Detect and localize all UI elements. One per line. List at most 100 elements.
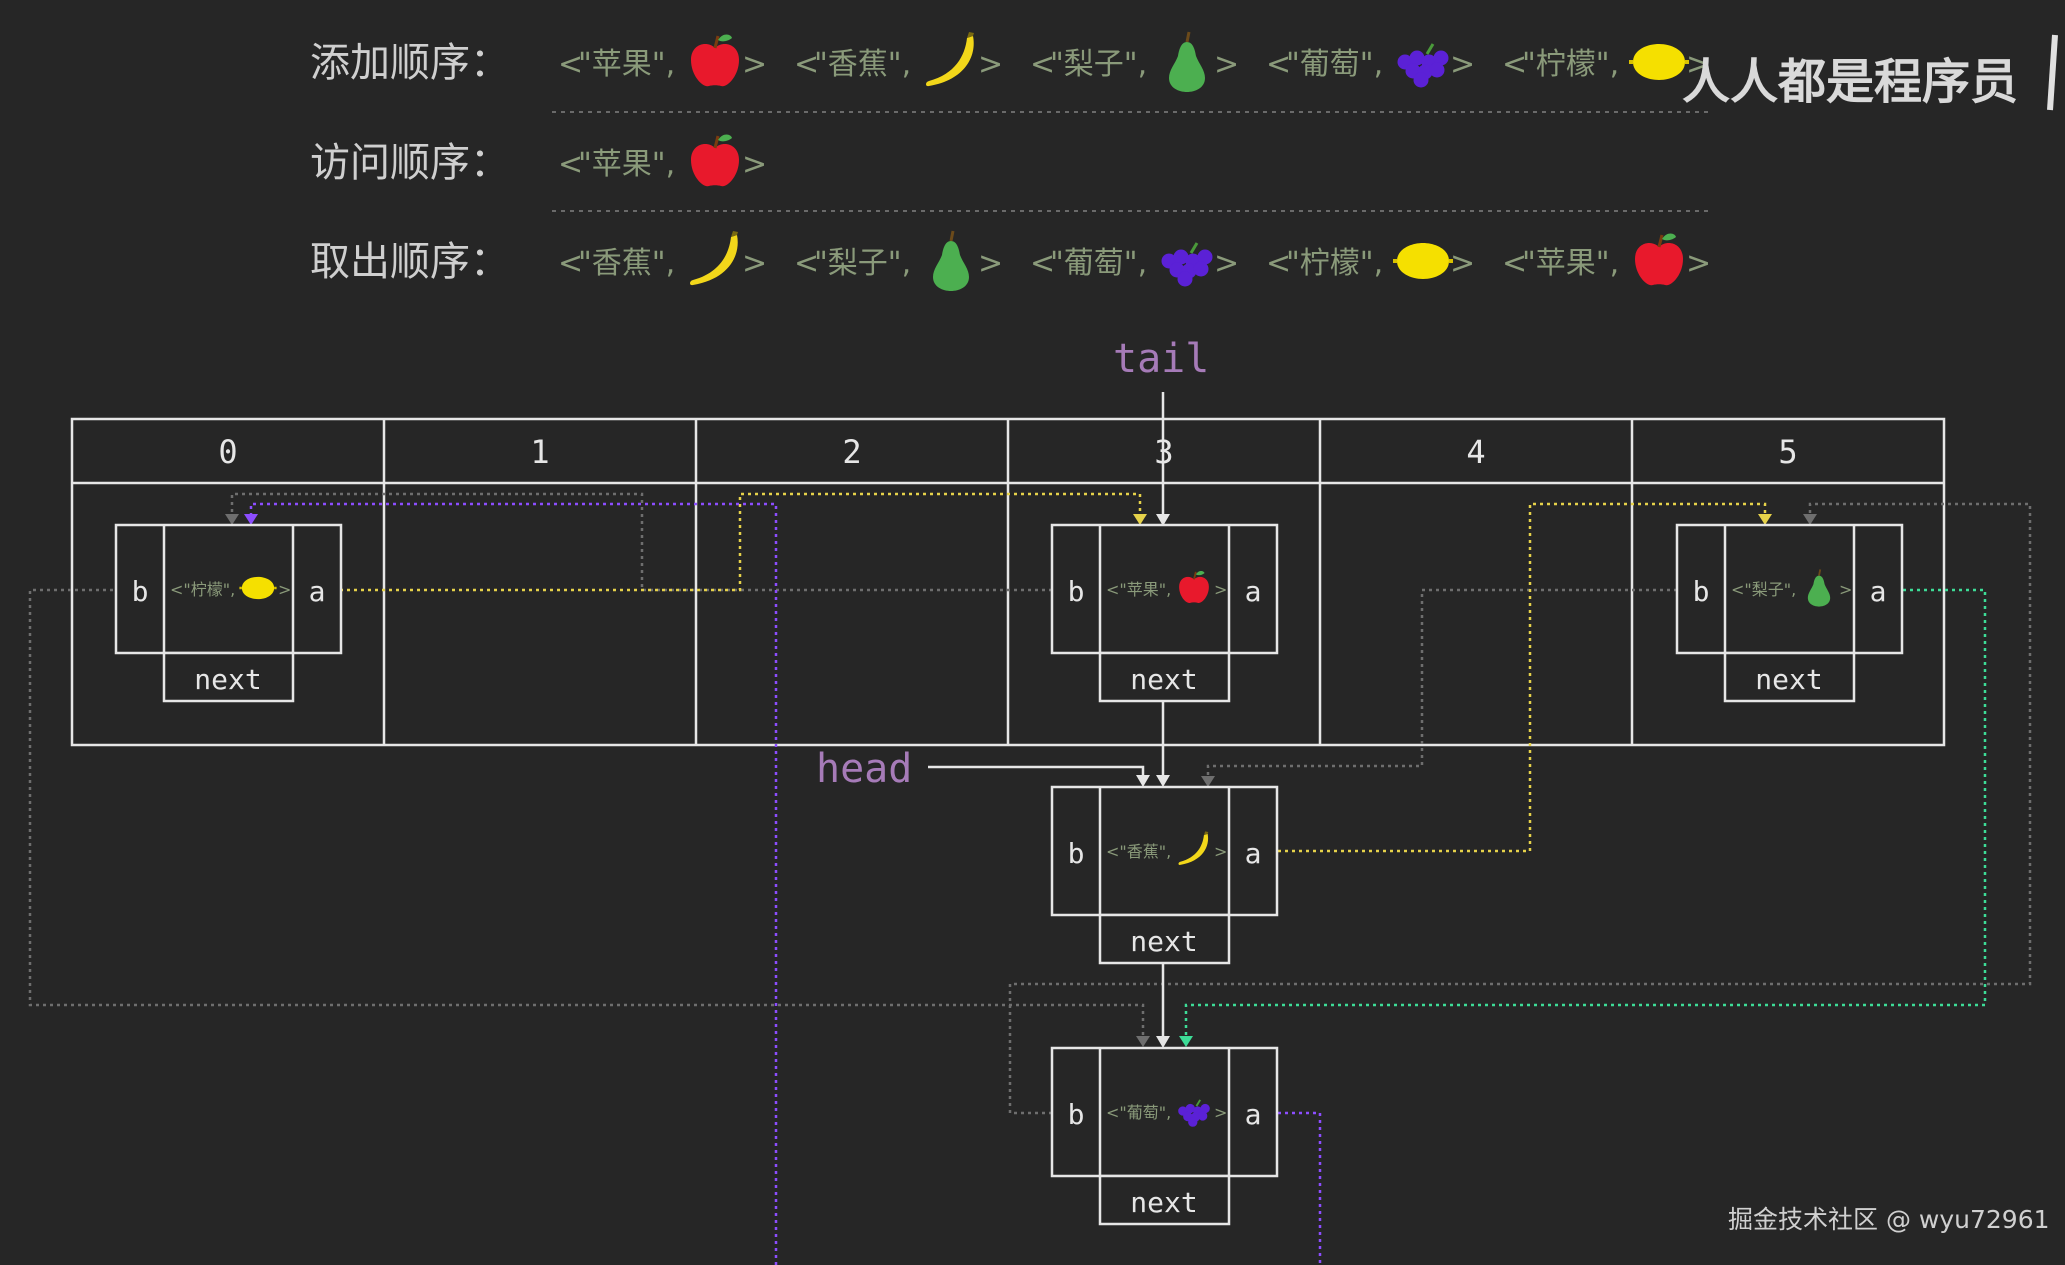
node-before-label: b <box>1068 837 1085 870</box>
apple-icon <box>1635 233 1683 286</box>
lemon-body <box>241 576 275 600</box>
node-entry-close: > <box>1839 580 1852 599</box>
order-item-close: > <box>1450 47 1475 82</box>
order-item-open: < <box>558 246 583 281</box>
link-gray-pear-banana <box>1206 588 1677 776</box>
link-gray-lemon-grape <box>28 588 1145 1037</box>
apple-body <box>691 44 739 87</box>
node-entry-close: > <box>1214 580 1227 599</box>
order-rows: 添加顺序： <"苹果",><"香蕉",><"梨子",><"葡萄",><"柠檬",… <box>310 31 1712 291</box>
node-next-label: next <box>1130 925 1197 958</box>
order-item-close: > <box>978 246 1003 281</box>
apple-body <box>1179 576 1209 604</box>
remove-order-items: <"香蕉",><"梨子",><"葡萄",><"柠檬",><"苹果",> <box>558 230 1711 291</box>
node-before-label: b <box>1068 1098 1085 1131</box>
order-item-name: "香蕉", <box>814 47 911 82</box>
grape-icon <box>1397 43 1449 88</box>
pear-stem <box>949 230 955 242</box>
pear-icon <box>1169 31 1205 92</box>
node-next-label: next <box>194 663 261 696</box>
bucket-index: 4 <box>1466 433 1485 471</box>
grape-stem <box>1189 242 1199 254</box>
order-item-name: "梨子", <box>1050 47 1147 82</box>
grape-icon <box>1161 242 1213 287</box>
grape-berry <box>1185 1103 1195 1114</box>
grape-berry <box>1198 1111 1208 1121</box>
apple-stem <box>713 135 720 149</box>
apple-body <box>1635 243 1683 286</box>
order-item: <"香蕉",> <box>794 32 1003 87</box>
apple-icon <box>1179 570 1209 604</box>
node-next-label: next <box>1755 663 1822 696</box>
apple-body <box>691 144 739 187</box>
banana-body <box>926 36 974 87</box>
grape-berry <box>1197 249 1213 265</box>
lemon-body <box>1397 243 1449 279</box>
pear-body <box>1807 575 1831 607</box>
arrow-yellow <box>1758 514 1772 525</box>
banana-icon <box>690 231 738 286</box>
grape-stem <box>1425 43 1435 55</box>
head-arrow-head <box>1136 775 1150 787</box>
head-label: head <box>816 746 912 792</box>
row-label-remove: 取出顺序： <box>310 239 510 285</box>
order-item-open: < <box>1266 47 1291 82</box>
apple-stem <box>713 35 720 49</box>
node-after-label: a <box>1870 575 1887 608</box>
grape-berry <box>1429 62 1445 78</box>
order-item: <"葡萄",> <box>1030 242 1239 287</box>
order-item-name: "梨子", <box>814 246 911 281</box>
order-item: <"香蕉",> <box>558 231 767 286</box>
bucket-index: 5 <box>1778 433 1797 471</box>
banana-icon <box>926 32 974 87</box>
order-item-open: < <box>1030 246 1055 281</box>
apple-icon <box>691 134 739 187</box>
node-after-label: a <box>1245 575 1262 608</box>
node-next-box <box>1723 651 1856 703</box>
banana-body <box>1178 833 1209 865</box>
node-next-box <box>1098 913 1231 965</box>
node-after-label: a <box>1245 837 1262 870</box>
pear-body <box>933 241 969 291</box>
order-item: <"苹果",> <box>1502 233 1711 286</box>
banana-tip <box>1203 831 1209 836</box>
order-item-open: < <box>1502 47 1527 82</box>
head-pointer-line <box>928 765 1145 776</box>
node-before-label: b <box>1693 575 1710 608</box>
node-next-label: next <box>1130 1186 1197 1219</box>
order-item-name: "香蕉", <box>578 246 675 281</box>
banana-tip <box>731 231 738 237</box>
node-entry-name: <"葡萄", <box>1106 1103 1171 1122</box>
pear-body <box>1169 42 1205 92</box>
apple-leaf <box>718 134 732 142</box>
order-item: <"苹果",> <box>558 34 767 87</box>
order-item-open: < <box>1502 246 1527 281</box>
access-order-items: <"苹果",> <box>558 134 767 187</box>
grape-berry <box>1200 1103 1210 1114</box>
node-before-label: b <box>132 575 149 608</box>
linked-list-links <box>28 492 2032 1265</box>
bucket-index: 2 <box>842 433 861 471</box>
bucket-index: 3 <box>1154 433 1173 471</box>
apple-stem <box>1193 571 1197 580</box>
order-item: <"柠檬",> <box>1266 243 1475 281</box>
node-outer-box <box>1050 785 1279 917</box>
arrow-green <box>1179 1036 1193 1047</box>
next-arrow-head <box>1156 1036 1170 1048</box>
pear-icon <box>933 230 969 291</box>
apple-leaf <box>1195 570 1205 576</box>
node-next-label: next <box>1130 663 1197 696</box>
arrow-gray <box>225 514 239 525</box>
link-gray-grape-pear <box>1008 502 2032 1115</box>
grape-berry <box>1188 1117 1198 1127</box>
node-after-label: a <box>1245 1098 1262 1131</box>
grape-berry <box>1433 50 1449 66</box>
arrow-yellow <box>1133 514 1147 525</box>
lemon-icon <box>1393 243 1453 279</box>
apple-icon <box>691 34 739 87</box>
banana-body <box>690 235 738 286</box>
link-purple-up-lemon <box>249 502 778 1265</box>
